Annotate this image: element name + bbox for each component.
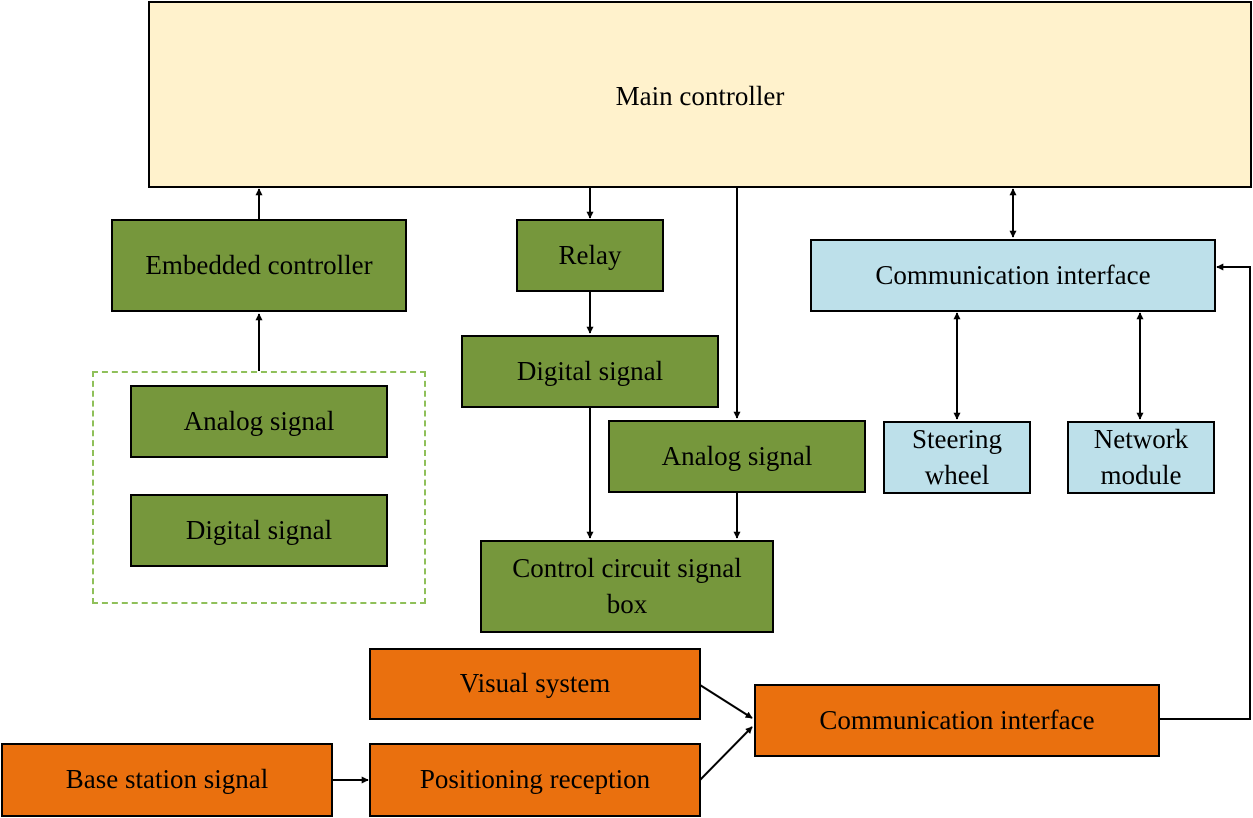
main-controller-box: Main controller <box>148 1 1252 188</box>
visual-system-label: Visual system <box>459 668 611 699</box>
positioning-reception-box: Positioning reception <box>369 743 701 817</box>
comm-interface-top-box: Communication interface <box>810 239 1216 312</box>
control-circuit-label: Control circuit signal box <box>512 553 742 619</box>
analog-signal-mid-label: Analog signal <box>661 440 813 471</box>
positioning-reception-label: Positioning reception <box>419 764 651 795</box>
main-controller-label: Main controller <box>615 81 785 111</box>
relay-label: Relay <box>558 239 622 270</box>
control-circuit-box: Control circuit signal box <box>480 540 774 633</box>
analog-signal-left-box: Analog signal <box>130 385 388 458</box>
digital-signal-left-box: Digital signal <box>130 494 388 567</box>
analog-signal-mid-box: Analog signal <box>608 420 866 493</box>
steering-wheel-box: Steering wheel <box>883 421 1031 494</box>
comm-interface-bottom-box: Communication interface <box>754 684 1160 757</box>
embedded-controller-label: Embedded controller <box>145 249 373 280</box>
steering-wheel-label: Steering wheel <box>912 424 1002 490</box>
comm-interface-bottom-label: Communication interface <box>819 704 1095 735</box>
network-module-label: Network module <box>1093 424 1189 490</box>
relay-box: Relay <box>516 219 664 292</box>
visual-system-box: Visual system <box>369 648 701 720</box>
embedded-controller-box: Embedded controller <box>111 219 407 312</box>
edge-visual-to-comm-bottom <box>699 684 753 719</box>
digital-signal-mid-label: Digital signal <box>516 355 664 386</box>
edge-comm-bottom-to-comm-top <box>1160 263 1251 720</box>
network-module-box: Network module <box>1067 421 1215 494</box>
base-station-signal-label: Base station signal <box>65 764 269 795</box>
edge-positioning-to-comm-bottom <box>699 726 753 781</box>
digital-signal-mid-box: Digital signal <box>461 335 719 408</box>
analog-signal-left-label: Analog signal <box>183 405 335 436</box>
comm-interface-top-label: Communication interface <box>875 259 1151 290</box>
base-station-signal-box: Base station signal <box>1 743 333 817</box>
digital-signal-left-label: Digital signal <box>185 514 333 545</box>
signal-input-group <box>92 371 426 604</box>
